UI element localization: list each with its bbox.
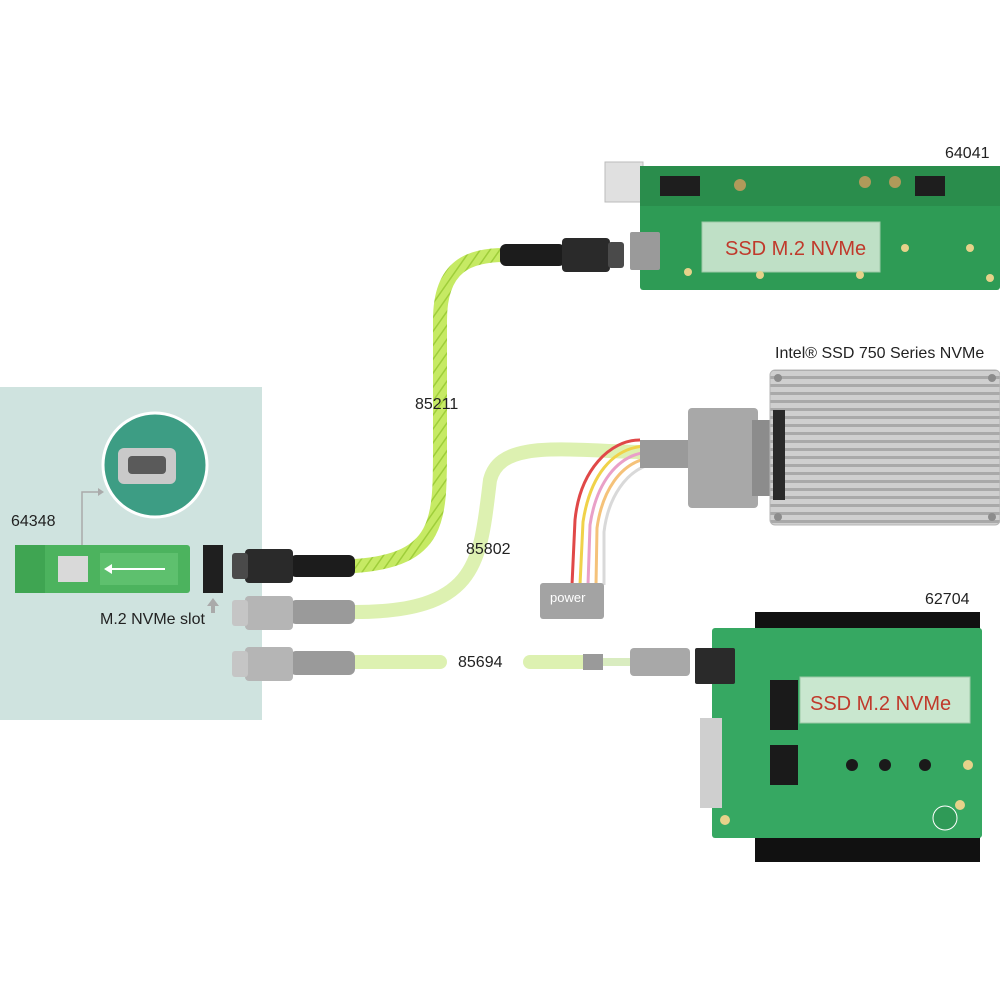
cable-85211-label: 85211: [415, 396, 459, 413]
board-64041-code-label: 64041: [945, 145, 990, 162]
intel-ssd-label: Intel® SSD 750 Series NVMe: [775, 345, 985, 362]
board-62704: SSD M.2 NVMe: [695, 612, 982, 862]
power-label: power: [550, 590, 586, 605]
cable-85694: [232, 647, 690, 681]
intel-ssd-750: [769, 369, 1000, 526]
board-64041: SSD M.2 NVMe: [604, 161, 1000, 290]
slot-label: M.2 NVMe slot: [100, 611, 205, 628]
power-connector: [540, 583, 604, 619]
cable-85694-label: 85694: [458, 654, 503, 671]
cable-85211: [232, 238, 624, 583]
cable-85802-label: 85802: [466, 541, 511, 558]
board-62704-code-label: 62704: [925, 591, 970, 608]
adapter-64348: [15, 411, 223, 613]
cable-85802: [232, 408, 774, 630]
board-62704-ssd-label: SSD M.2 NVMe: [810, 693, 951, 715]
adapter-code-label: 64348: [11, 513, 56, 530]
board-64041-ssd-label: SSD M.2 NVMe: [725, 238, 866, 260]
slot-arrow-icon: [207, 598, 219, 613]
